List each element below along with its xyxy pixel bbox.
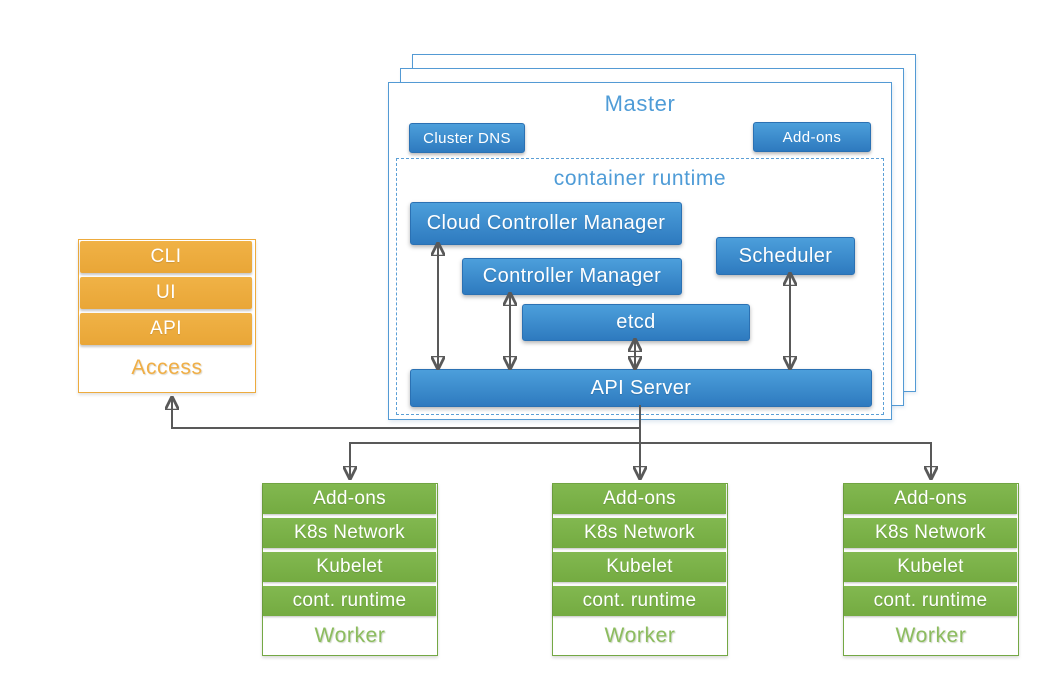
arrow-apiserver-worker-1 bbox=[350, 442, 640, 477]
worker-kubelet-row: Kubelet bbox=[553, 552, 726, 582]
controller-manager-box: Controller Manager bbox=[462, 258, 682, 295]
container-runtime-title: container runtime bbox=[553, 167, 727, 190]
worker-node-3: Add-ons K8s Network Kubelet cont. runtim… bbox=[843, 483, 1019, 656]
worker-node-2: Add-ons K8s Network Kubelet cont. runtim… bbox=[552, 483, 728, 656]
etcd-box: etcd bbox=[522, 304, 750, 341]
cluster-dns-box: Cluster DNS bbox=[409, 123, 525, 153]
worker-label: Worker bbox=[895, 624, 967, 647]
worker-node-1: Add-ons K8s Network Kubelet cont. runtim… bbox=[262, 483, 438, 656]
worker-k8s-network-row: K8s Network bbox=[263, 518, 436, 548]
worker-label: Worker bbox=[604, 624, 676, 647]
worker-container-runtime-row: cont. runtime bbox=[553, 586, 726, 616]
access-label: Access bbox=[131, 356, 203, 379]
arrow-apiserver-worker-3 bbox=[640, 442, 931, 477]
master-title: Master bbox=[604, 91, 676, 116]
access-group: CLI UI API Access bbox=[78, 239, 256, 393]
worker-label: Worker bbox=[314, 624, 386, 647]
master-addons-box: Add-ons bbox=[753, 122, 871, 152]
api-server-box: API Server bbox=[410, 369, 872, 407]
worker-addons-row: Add-ons bbox=[844, 484, 1017, 514]
worker-container-runtime-row: cont. runtime bbox=[844, 586, 1017, 616]
worker-addons-row: Add-ons bbox=[263, 484, 436, 514]
access-cli-bar: CLI bbox=[80, 241, 252, 273]
worker-kubelet-row: Kubelet bbox=[844, 552, 1017, 582]
master-node: Master Cluster DNS Add-ons container run… bbox=[388, 82, 892, 420]
container-runtime-box: container runtime Cloud Controller Manag… bbox=[396, 158, 884, 415]
cloud-controller-manager-box: Cloud Controller Manager bbox=[410, 202, 682, 245]
worker-k8s-network-row: K8s Network bbox=[553, 518, 726, 548]
worker-kubelet-row: Kubelet bbox=[263, 552, 436, 582]
worker-k8s-network-row: K8s Network bbox=[844, 518, 1017, 548]
access-api-bar: API bbox=[80, 313, 252, 345]
scheduler-box: Scheduler bbox=[716, 237, 855, 275]
access-ui-bar: UI bbox=[80, 277, 252, 309]
worker-addons-row: Add-ons bbox=[553, 484, 726, 514]
worker-container-runtime-row: cont. runtime bbox=[263, 586, 436, 616]
